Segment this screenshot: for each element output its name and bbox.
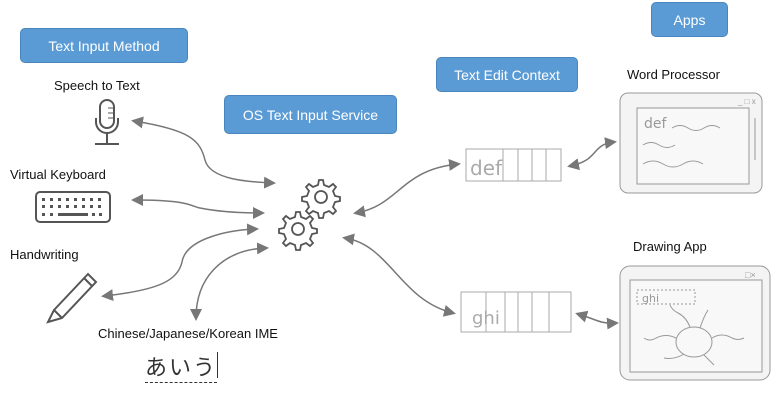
arrow-service-ghi-context	[342, 233, 456, 317]
ime-composition-text: あいう	[145, 350, 218, 383]
speech-to-text-label: Speech to Text	[54, 78, 140, 93]
svg-text:_ □ x: _ □ x	[737, 97, 756, 106]
def-context-text: def	[470, 156, 503, 180]
arrow-service-def-context	[353, 158, 461, 218]
word-processor-label: Word Processor	[627, 67, 720, 82]
text-cursor	[217, 352, 218, 378]
drawing-app-text: ghi	[642, 292, 659, 305]
drawing-app-window: _□× ghi	[619, 265, 771, 381]
edit-context-ghi: ghi	[460, 291, 572, 333]
keyboard-icon	[35, 191, 111, 223]
ghi-context-text: ghi	[472, 308, 500, 329]
arrow-ghi-context-drawing-app	[575, 310, 619, 330]
virtual-keyboard-label: Virtual Keyboard	[10, 167, 106, 182]
drawing-app-label: Drawing App	[633, 239, 707, 254]
microphone-icon	[95, 99, 119, 145]
text-edit-context-header: Text Edit Context	[436, 57, 578, 92]
pencil-icon	[46, 272, 98, 324]
arrow-speech-service	[131, 116, 276, 189]
svg-text:_□×: _□×	[739, 270, 756, 280]
word-processor-text: def	[644, 116, 668, 132]
word-processor-window: _ □ x def	[619, 92, 763, 194]
text-input-method-header: Text Input Method	[20, 28, 188, 63]
edit-context-def: def	[465, 148, 562, 182]
arrow-ime-service	[190, 242, 269, 321]
gears-icon	[278, 179, 341, 251]
apps-header: Apps	[651, 2, 728, 37]
ime-label: Chinese/Japanese/Korean IME	[98, 326, 278, 341]
arrow-handwriting-service	[101, 223, 259, 302]
handwriting-label: Handwriting	[10, 247, 79, 262]
arrow-def-context-word-processor	[567, 137, 617, 171]
arrow-keyboard-service	[131, 194, 265, 219]
